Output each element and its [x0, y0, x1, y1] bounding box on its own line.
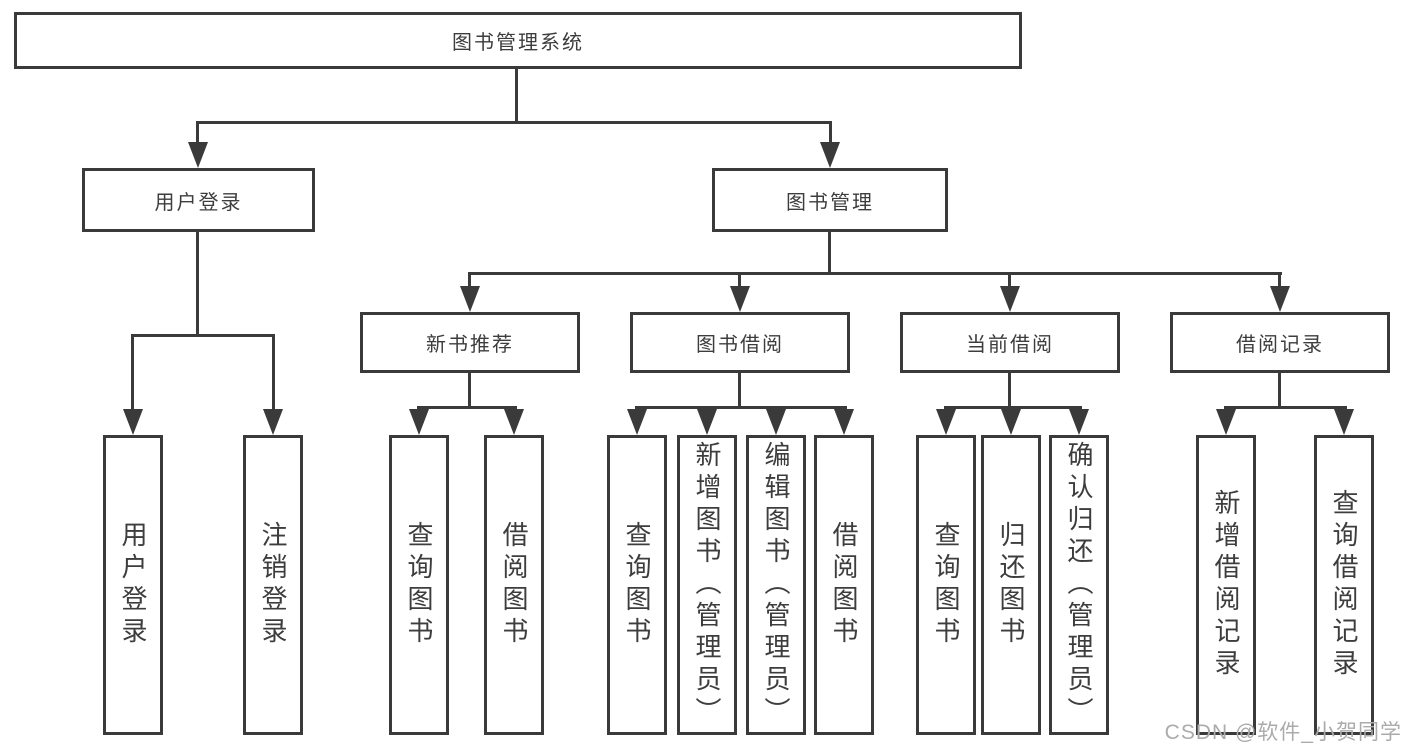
- node-label: 新增图书（管理员）: [692, 441, 722, 729]
- node-cb-confirm-return-admin: 确认归还（管理员）: [1049, 435, 1109, 735]
- node-label: 查询图书: [931, 521, 961, 649]
- line-borrowing-records-rail: [1224, 406, 1347, 409]
- node-br-add-record: 新增借阅记录: [1196, 435, 1256, 735]
- node-label: 借阅记录: [1236, 334, 1324, 356]
- node-label: 用户登录: [154, 191, 243, 214]
- node-nb-borrow-books: 借阅图书: [484, 435, 544, 735]
- node-label: 借阅图书: [829, 521, 859, 649]
- line-drop-new-book: [468, 272, 471, 292]
- arrowhead-down-icon: [1334, 409, 1354, 435]
- line-drop-current-borrowing: [1008, 272, 1011, 292]
- node-cb-return-books: 归还图书: [981, 435, 1041, 735]
- line-book-management-rail: [468, 272, 1282, 275]
- node-label: 查询图书: [404, 521, 434, 649]
- arrowhead-down-icon: [627, 409, 647, 435]
- arrowhead-down-icon: [123, 409, 143, 435]
- node-label: 借阅图书: [499, 521, 529, 649]
- node-br-query-record: 查询借阅记录: [1314, 435, 1374, 735]
- node-label: 图书借阅: [696, 334, 784, 356]
- arrowhead-down-icon: [1000, 286, 1020, 312]
- arrowhead-down-icon: [730, 286, 750, 312]
- arrowhead-down-icon: [820, 142, 840, 168]
- line-new-book-stem: [468, 373, 471, 409]
- line-drop-book-management: [829, 121, 832, 148]
- node-label: 归还图书: [996, 521, 1026, 649]
- node-label: 查询图书: [622, 521, 652, 649]
- node-leaf-logout: 注销登录: [243, 435, 303, 735]
- node-label: 新书推荐: [426, 334, 514, 356]
- line-drop-leaf-logout: [272, 334, 275, 413]
- arrowhead-down-icon: [188, 142, 208, 168]
- node-cb-query-books: 查询图书: [916, 435, 976, 735]
- arrowhead-down-icon: [504, 409, 524, 435]
- arrowhead-down-icon: [697, 409, 717, 435]
- arrowhead-down-icon: [1216, 409, 1236, 435]
- node-book-management: 图书管理: [712, 168, 948, 232]
- line-root-rail: [196, 121, 832, 124]
- node-book-borrowing: 图书借阅: [630, 312, 850, 373]
- line-book-borrowing-rail: [635, 406, 847, 409]
- node-bb-query-books: 查询图书: [607, 435, 667, 735]
- node-user-login: 用户登录: [82, 168, 315, 232]
- line-current-borrowing-stem: [1008, 373, 1011, 409]
- line-current-borrowing-rail: [944, 406, 1082, 409]
- line-user-login-rail: [131, 334, 275, 337]
- node-new-book-recommendation: 新书推荐: [360, 312, 580, 373]
- node-label: 图书管理: [786, 191, 874, 214]
- node-label: 注销登录: [258, 521, 288, 649]
- arrowhead-down-icon: [409, 409, 429, 435]
- node-bb-borrow-books: 借阅图书: [814, 435, 874, 735]
- line-drop-borrowing-records: [1278, 272, 1281, 292]
- node-nb-query-books: 查询图书: [389, 435, 449, 735]
- line-book-management-stem: [828, 232, 831, 275]
- arrowhead-down-icon: [460, 286, 480, 312]
- node-leaf-user-login: 用户登录: [103, 435, 163, 735]
- line-user-login-stem: [196, 232, 199, 337]
- node-bb-add-books-admin: 新增图书（管理员）: [677, 435, 737, 735]
- line-drop-leaf-user-login: [131, 334, 134, 413]
- node-label: 查询借阅记录: [1329, 489, 1359, 681]
- node-label: 用户登录: [118, 521, 148, 649]
- arrowhead-down-icon: [936, 409, 956, 435]
- node-label: 图书管理系统: [452, 32, 584, 54]
- arrowhead-down-icon: [834, 409, 854, 435]
- line-root-stem: [515, 69, 518, 124]
- node-bb-edit-books-admin: 编辑图书（管理员）: [746, 435, 806, 735]
- arrowhead-down-icon: [1001, 409, 1021, 435]
- node-current-borrowing: 当前借阅: [900, 312, 1120, 373]
- node-label: 确认归还（管理员）: [1064, 441, 1094, 729]
- arrowhead-down-icon: [1270, 286, 1290, 312]
- arrowhead-down-icon: [1069, 409, 1089, 435]
- line-borrowing-records-stem: [1278, 373, 1281, 409]
- arrowhead-down-icon: [263, 409, 283, 435]
- line-new-book-rail: [417, 406, 517, 409]
- node-library-management-system: 图书管理系统: [14, 12, 1022, 69]
- arrowhead-down-icon: [766, 409, 786, 435]
- node-label: 编辑图书（管理员）: [761, 441, 791, 729]
- line-drop-user-login: [196, 121, 199, 148]
- line-drop-book-borrowing: [738, 272, 741, 292]
- node-borrowing-records: 借阅记录: [1170, 312, 1390, 373]
- node-label: 新增借阅记录: [1211, 489, 1241, 681]
- line-book-borrowing-stem: [738, 373, 741, 409]
- watermark-text: CSDN @软件_小贺同学: [1164, 721, 1402, 744]
- node-label: 当前借阅: [966, 334, 1054, 356]
